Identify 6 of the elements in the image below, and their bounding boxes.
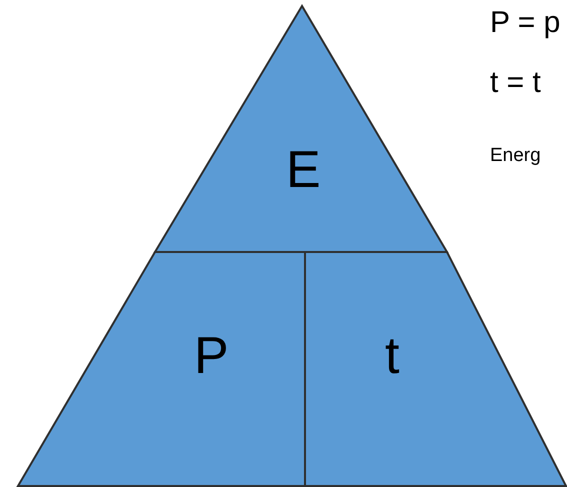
formula-text: Energ — [490, 146, 541, 165]
variable-symbol: P — [194, 330, 229, 382]
formula-text: t = t — [490, 68, 541, 98]
variable-symbol: t — [385, 330, 400, 382]
formula-text: P = p — [490, 8, 560, 38]
variable-symbol: E — [286, 144, 321, 196]
